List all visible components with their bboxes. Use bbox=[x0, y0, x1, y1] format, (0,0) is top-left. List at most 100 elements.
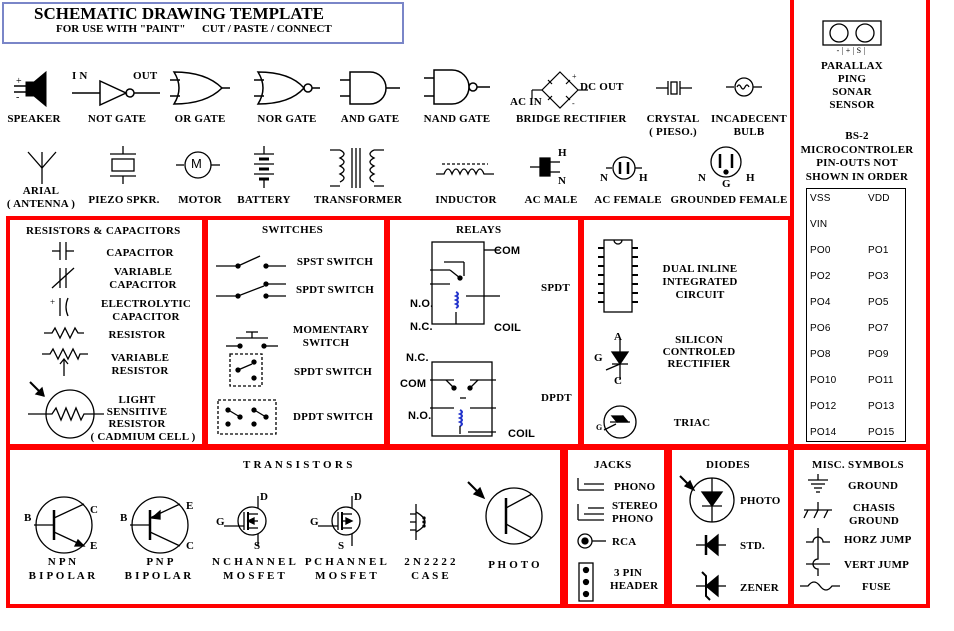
svg-text:-: - bbox=[572, 99, 575, 108]
bs2-pin-right: PO5 bbox=[868, 297, 889, 308]
npn-transistor-icon bbox=[34, 496, 93, 554]
transformer-icon bbox=[330, 148, 384, 188]
p-mosfet-label: P C H A N N E L bbox=[304, 556, 388, 568]
ac-female-n: N bbox=[600, 172, 609, 184]
ac-in-label: AC IN bbox=[510, 96, 542, 108]
spdt-relay-icon bbox=[430, 241, 500, 325]
bulb-icon bbox=[726, 77, 762, 97]
misc-heading: MISC. SYMBOLS bbox=[812, 459, 904, 471]
and-gate-icon bbox=[340, 71, 400, 105]
bs2-pin-right: PO15 bbox=[868, 427, 895, 438]
frame-transistors bbox=[6, 446, 564, 608]
horz-jump-icon bbox=[806, 528, 830, 552]
ping-pins-label: - | + | S | bbox=[836, 46, 866, 55]
not-gate-out-label: OUT bbox=[133, 70, 158, 82]
fuse-label: FUSE bbox=[862, 581, 891, 593]
3-pin-header-icon bbox=[578, 562, 594, 602]
std-diode-label: STD. bbox=[740, 540, 765, 552]
piezo-icon bbox=[110, 146, 136, 184]
antenna-icon bbox=[27, 151, 57, 184]
or-gate-icon bbox=[170, 71, 230, 105]
n-mosfet-icon bbox=[224, 496, 267, 546]
p-mosfet-icon bbox=[318, 496, 361, 546]
ac-male-h: H bbox=[558, 147, 567, 159]
grounded-female-h: H bbox=[746, 172, 755, 184]
n-mosfet-label: N C H A N N E L bbox=[212, 556, 296, 568]
horz-jump-label: HORZ JUMP bbox=[844, 534, 912, 546]
n-mosfet-s: S bbox=[254, 540, 261, 552]
and-gate-label: AND GATE bbox=[340, 113, 400, 125]
light-sensitive-resistor-icon bbox=[28, 381, 104, 439]
ac-female-h: H bbox=[639, 172, 648, 184]
switches-heading: SWITCHES bbox=[262, 224, 324, 236]
momentary-switch-label-2: SWITCH bbox=[302, 337, 350, 349]
grounded-female-g: G bbox=[722, 178, 731, 190]
bs2-pin-left: PO6 bbox=[810, 323, 831, 334]
scr-c: C bbox=[614, 375, 623, 387]
spdt-switch-icon bbox=[216, 281, 286, 299]
electrolytic-label-2: CAPACITOR bbox=[112, 311, 180, 323]
npn-label: N P N bbox=[47, 556, 77, 568]
spdt-relay-coil: COIL bbox=[494, 322, 522, 334]
ac-female-label: AC FEMALE bbox=[594, 194, 662, 206]
pnp-label-2: B I P O L A R bbox=[124, 570, 192, 582]
ac-male-n: N bbox=[558, 175, 567, 187]
resistors-heading: RESISTORS & CAPACITORS bbox=[26, 225, 181, 237]
dpdt-relay-coil: COIL bbox=[508, 428, 536, 440]
npn-b: B bbox=[24, 512, 32, 524]
variable-capacitor-label: VARIABLE bbox=[113, 266, 173, 278]
ldr-label-4: ( CADMIUM CELL ) bbox=[90, 431, 196, 443]
nand-gate-icon bbox=[424, 69, 490, 105]
spst-switch-label: SPST SWITCH bbox=[296, 256, 374, 268]
motor-glyph: M bbox=[191, 156, 203, 171]
dip-ic-label: DUAL INLINE bbox=[662, 263, 738, 275]
scr-a: A bbox=[614, 331, 623, 343]
speaker-icon: +- bbox=[14, 70, 47, 108]
pnp-b: B bbox=[120, 512, 128, 524]
not-gate-in-label: I N bbox=[72, 70, 88, 82]
crystal-sub-label: ( PIESO.) bbox=[649, 126, 697, 138]
bridge-rectifier-label: BRIDGE RECTIFIER bbox=[516, 113, 627, 125]
n-mosfet-g: G bbox=[216, 516, 225, 528]
scr-label: SILICON bbox=[675, 334, 723, 346]
dip-ic-icon bbox=[598, 239, 638, 313]
chasis-ground-label-2: GROUND bbox=[848, 515, 900, 527]
photo-transistor-label: P H O T O bbox=[488, 559, 540, 571]
2n2222-label: 2 N 2 2 2 2 bbox=[404, 556, 456, 568]
scr-g: G bbox=[594, 352, 603, 364]
dpdt-switch-label: DPDT SWITCH bbox=[293, 411, 373, 423]
zener-diode-icon bbox=[696, 571, 726, 601]
nor-gate-label: NOR GATE bbox=[257, 113, 317, 125]
3-pin-header-label: 3 PIN bbox=[614, 567, 643, 579]
bs2-pin-left: PO14 bbox=[810, 427, 837, 438]
not-gate-icon bbox=[72, 79, 160, 107]
dc-out-label: DC OUT bbox=[580, 81, 624, 93]
svg-text:-: - bbox=[16, 92, 19, 103]
diodes-heading: DIODES bbox=[706, 459, 750, 471]
bs2-pin-right: PO1 bbox=[868, 245, 889, 256]
bs2-pin-left: PO8 bbox=[810, 349, 831, 360]
momentary-switch-label: MOMENTARY bbox=[292, 324, 370, 336]
ldr-label-2: SENSITIVE bbox=[106, 406, 168, 418]
n-mosfet-d: D bbox=[260, 491, 269, 503]
resistor-label: RESISTOR bbox=[108, 329, 166, 341]
stereo-phono-icon bbox=[577, 504, 604, 521]
bridge-rectifier-icon: +- bbox=[531, 71, 588, 109]
variable-resistor-label: VARIABLE bbox=[110, 352, 170, 364]
piezo-label: PIEZO SPKR. bbox=[88, 194, 160, 206]
bs2-label-3: PIN-OUTS NOT bbox=[816, 157, 898, 169]
pnp-transistor-icon bbox=[130, 496, 189, 554]
p-mosfet-d: D bbox=[354, 491, 363, 503]
bulb-label: INCADECENT bbox=[711, 113, 787, 125]
phono-jack-icon bbox=[577, 478, 604, 491]
transistors-heading: T R A N S I S T O R S bbox=[243, 459, 353, 471]
phono-label: PHONO bbox=[614, 481, 656, 493]
electrolytic-label: ELECTROLYTIC bbox=[100, 298, 192, 310]
npn-label-2: B I P O L A R bbox=[28, 570, 96, 582]
variable-capacitor-label-2: CAPACITOR bbox=[109, 279, 177, 291]
spdt-switch-box-label: SPDT SWITCH bbox=[293, 366, 373, 378]
photo-diode-label: PHOTO bbox=[740, 495, 781, 507]
photo-transistor-icon bbox=[467, 481, 543, 545]
antenna-sub-label: ( ANTENNA ) bbox=[6, 198, 76, 210]
spdt-switch-box-icon bbox=[229, 353, 263, 387]
